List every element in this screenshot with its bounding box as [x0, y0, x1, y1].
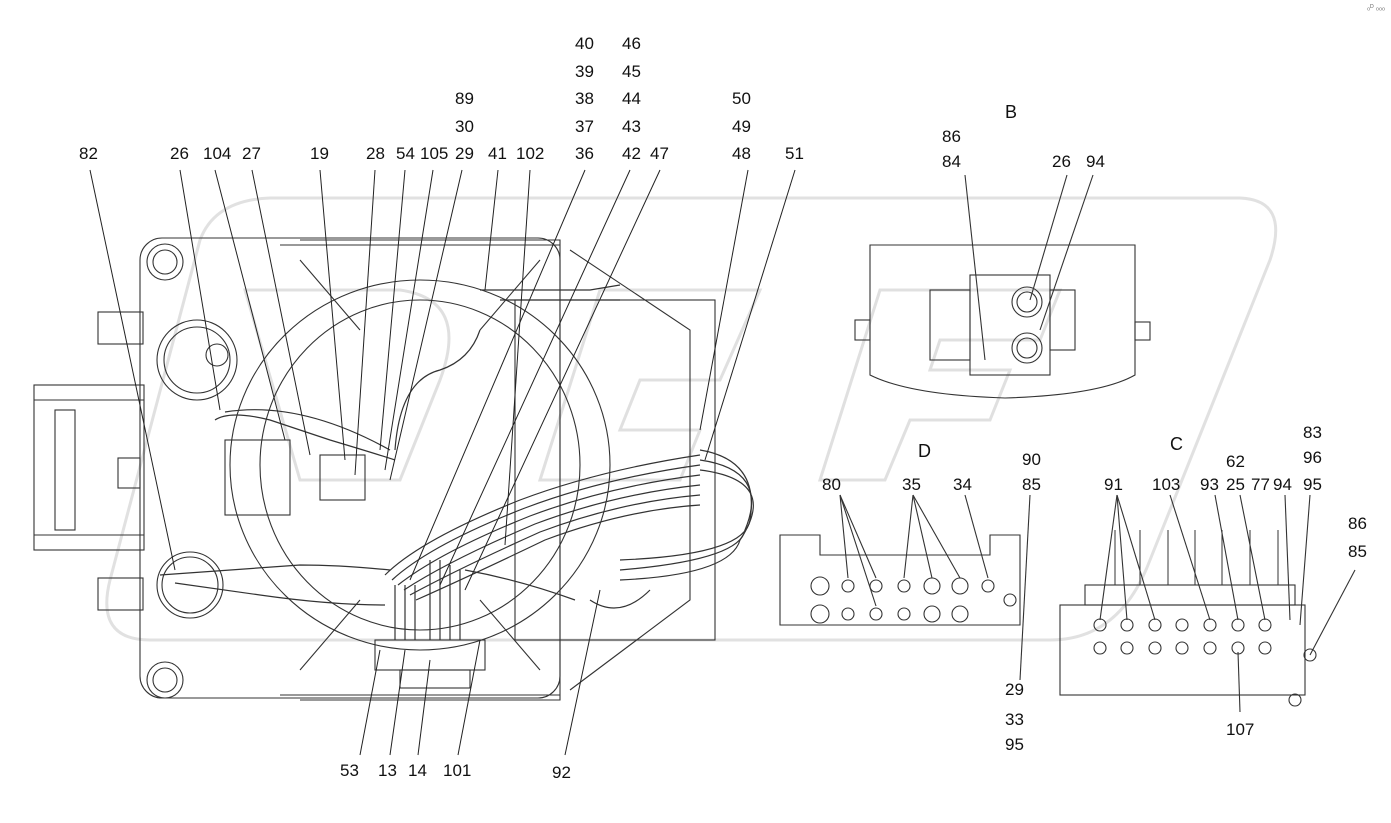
view-letter-d: D: [918, 441, 931, 461]
callout-29: 29: [455, 144, 474, 163]
callout-102: 102: [516, 144, 545, 163]
view-d-plate: [779, 494, 1031, 681]
callout-33: 33: [1005, 710, 1024, 729]
view-c-valve-block: [1059, 494, 1356, 713]
leader-lines: [89, 169, 796, 756]
callout-62: 62: [1226, 452, 1245, 471]
callout-77: 77: [1251, 475, 1270, 494]
callout-28: 28: [366, 144, 385, 163]
callout-48: 48: [732, 144, 751, 163]
watermark-logo: [105, 196, 1278, 642]
callout-27: 27: [242, 144, 261, 163]
callout-85-d: 85: [1022, 475, 1041, 494]
callout-54: 54: [396, 144, 415, 163]
callout-93: 93: [1200, 475, 1219, 494]
callout-43: 43: [622, 117, 641, 136]
hydraulic-hoses: [159, 284, 754, 640]
callout-101: 101: [443, 761, 472, 780]
callout-86-c: 86: [1348, 514, 1367, 533]
callout-13: 13: [378, 761, 397, 780]
callout-53: 53: [340, 761, 359, 780]
callout-34: 34: [953, 475, 972, 494]
callout-49: 49: [732, 117, 751, 136]
callout-37: 37: [575, 117, 594, 136]
callout-30: 30: [455, 117, 474, 136]
callout-89: 89: [455, 89, 474, 108]
callout-29-d: 29: [1005, 680, 1024, 699]
callout-26: 26: [170, 144, 189, 163]
callout-35: 35: [902, 475, 921, 494]
main-frame: [33, 237, 716, 701]
callout-85-c: 85: [1348, 542, 1367, 561]
view-letter-b: B: [1005, 102, 1018, 122]
callout-45: 45: [622, 62, 641, 81]
callout-46: 46: [622, 34, 641, 53]
callout-50: 50: [732, 89, 751, 108]
callout-44: 44: [622, 89, 641, 108]
callout-80: 80: [822, 475, 841, 494]
callout-83: 83: [1303, 423, 1322, 442]
callout-38: 38: [575, 89, 594, 108]
callout-107: 107: [1226, 720, 1255, 739]
callout-96: 96: [1303, 448, 1322, 467]
corner-mark: ₒᴰ ₒₒₒ: [1367, 3, 1385, 12]
callout-94-b: 94: [1086, 152, 1105, 171]
callout-82: 82: [79, 144, 98, 163]
callout-104: 104: [203, 144, 232, 163]
callout-92: 92: [552, 763, 571, 782]
callout-40: 40: [575, 34, 594, 53]
callout-95-c: 95: [1303, 475, 1322, 494]
callout-90: 90: [1022, 450, 1041, 469]
callout-14: 14: [408, 761, 427, 780]
callout-94-c: 94: [1273, 475, 1292, 494]
view-b-pump: [854, 174, 1151, 399]
callout-86: 86: [942, 127, 961, 146]
callout-103: 103: [1152, 475, 1181, 494]
view-letter-c: C: [1170, 434, 1183, 454]
callout-47: 47: [650, 144, 669, 163]
callout-84: 84: [942, 152, 961, 171]
callout-91: 91: [1104, 475, 1123, 494]
callout-42: 42: [622, 144, 641, 163]
callout-19: 19: [310, 144, 329, 163]
callout-36: 36: [575, 144, 594, 163]
callout-26-b: 26: [1052, 152, 1071, 171]
callout-105: 105: [420, 144, 449, 163]
callout-39: 39: [575, 62, 594, 81]
callout-95-d: 95: [1005, 735, 1024, 754]
callout-41: 41: [488, 144, 507, 163]
callout-51: 51: [785, 144, 804, 163]
callout-25: 25: [1226, 475, 1245, 494]
